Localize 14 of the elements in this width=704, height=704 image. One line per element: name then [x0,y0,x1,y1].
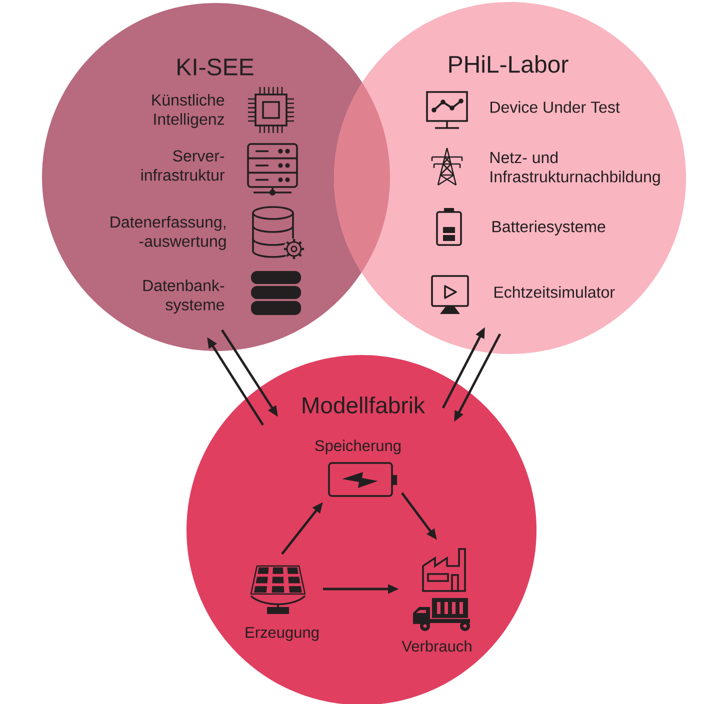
item-label: Netz- und Infrastrukturnachbildung [490,151,660,186]
item-label: Datenbank- systeme [143,279,224,314]
item-label: Künstliche Intelligenz [152,94,224,128]
node-label: Speicherung [315,440,400,454]
heading: Modellfabrik [302,396,426,414]
heading: PHiL-Labor [449,55,568,73]
item-label: Device Under Test [490,101,620,113]
node-label: Verbrauch [402,640,472,652]
item-label: Echtzeitsimulator [494,286,615,298]
item-label: Datenerfassung, -auswertung [110,216,226,250]
node-label: Erzeugung [246,627,318,641]
heading: KI-SEE [178,58,254,76]
item-label: Batteriesysteme [492,220,606,236]
item-label: Server- infrastruktur [141,150,225,181]
